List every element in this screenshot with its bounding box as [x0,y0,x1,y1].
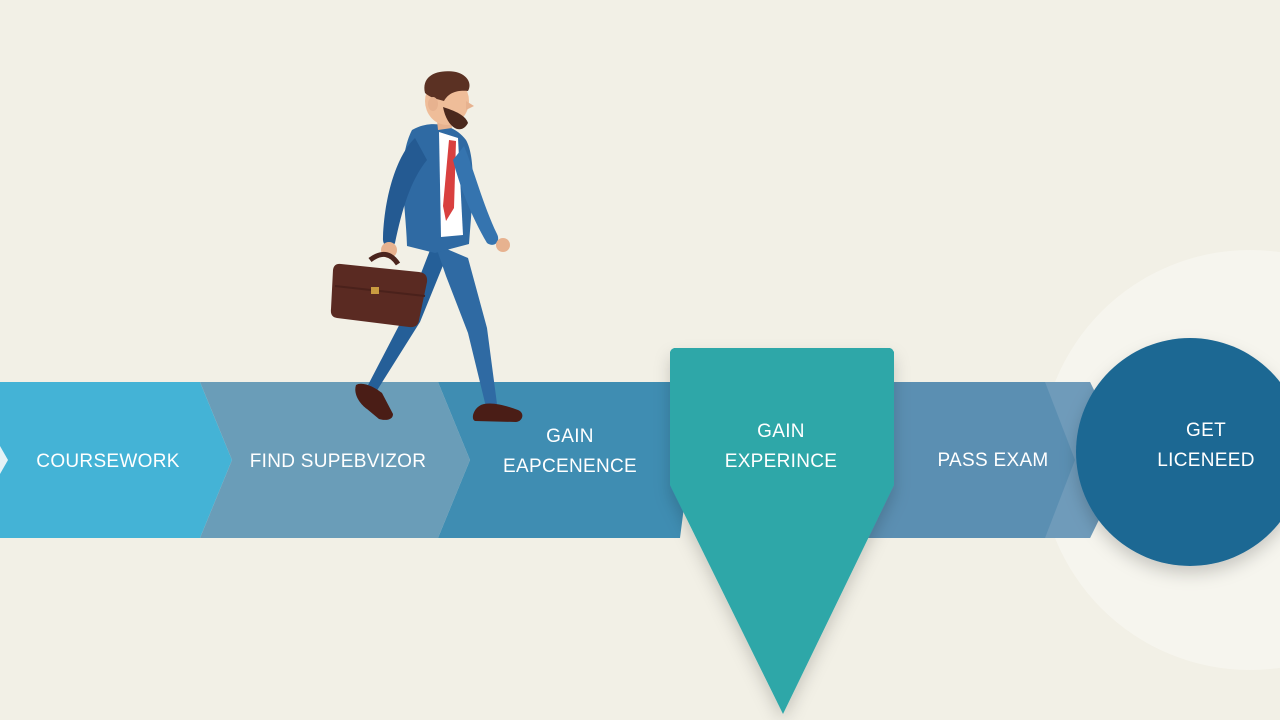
step-gain-experience-2-shape [670,348,894,714]
step-pass-exam-label-text: PASS EXAM [937,450,1049,471]
step-gain-experience-1-label-line-2: EAPCENENCE [503,456,637,477]
step-coursework-label: COURSEWORK [18,447,198,477]
step-gain-experience-1-label: GAIN EAPCENENCE [480,422,660,482]
step-gain-experience-1-label-line-1: GAIN [546,426,594,447]
step-coursework-label-text: COURSEWORK [36,451,180,472]
step-gain-experience-2-label-line-1: GAIN [757,421,805,442]
step-gain-experience-2-label-line-2: EXPERINCE [724,451,838,472]
step-left-fold [0,446,8,474]
get-licensed-circle [1076,338,1280,566]
step-find-supervisor-shape [200,382,470,538]
briefcase-icon [330,251,428,328]
step-get-licensed-label: GET LICENEED [1126,416,1280,476]
step-pass-exam-label: PASS EXAM [908,446,1078,476]
step-get-licensed-label-line-1: GET [1186,420,1226,441]
step-get-licensed-label-line-2: LICENEED [1157,450,1255,471]
step-find-supervisor-label-text: FIND SUPEBVIZOR [249,451,427,472]
highlight-rounded-top [670,348,894,360]
step-gain-experience-2-label: GAIN EXPERINCE [690,417,872,477]
step-find-supervisor-label: FIND SUPEBVIZOR [228,447,448,477]
walking-businessman-icon [355,71,523,422]
step-coursework-shape [0,382,232,538]
